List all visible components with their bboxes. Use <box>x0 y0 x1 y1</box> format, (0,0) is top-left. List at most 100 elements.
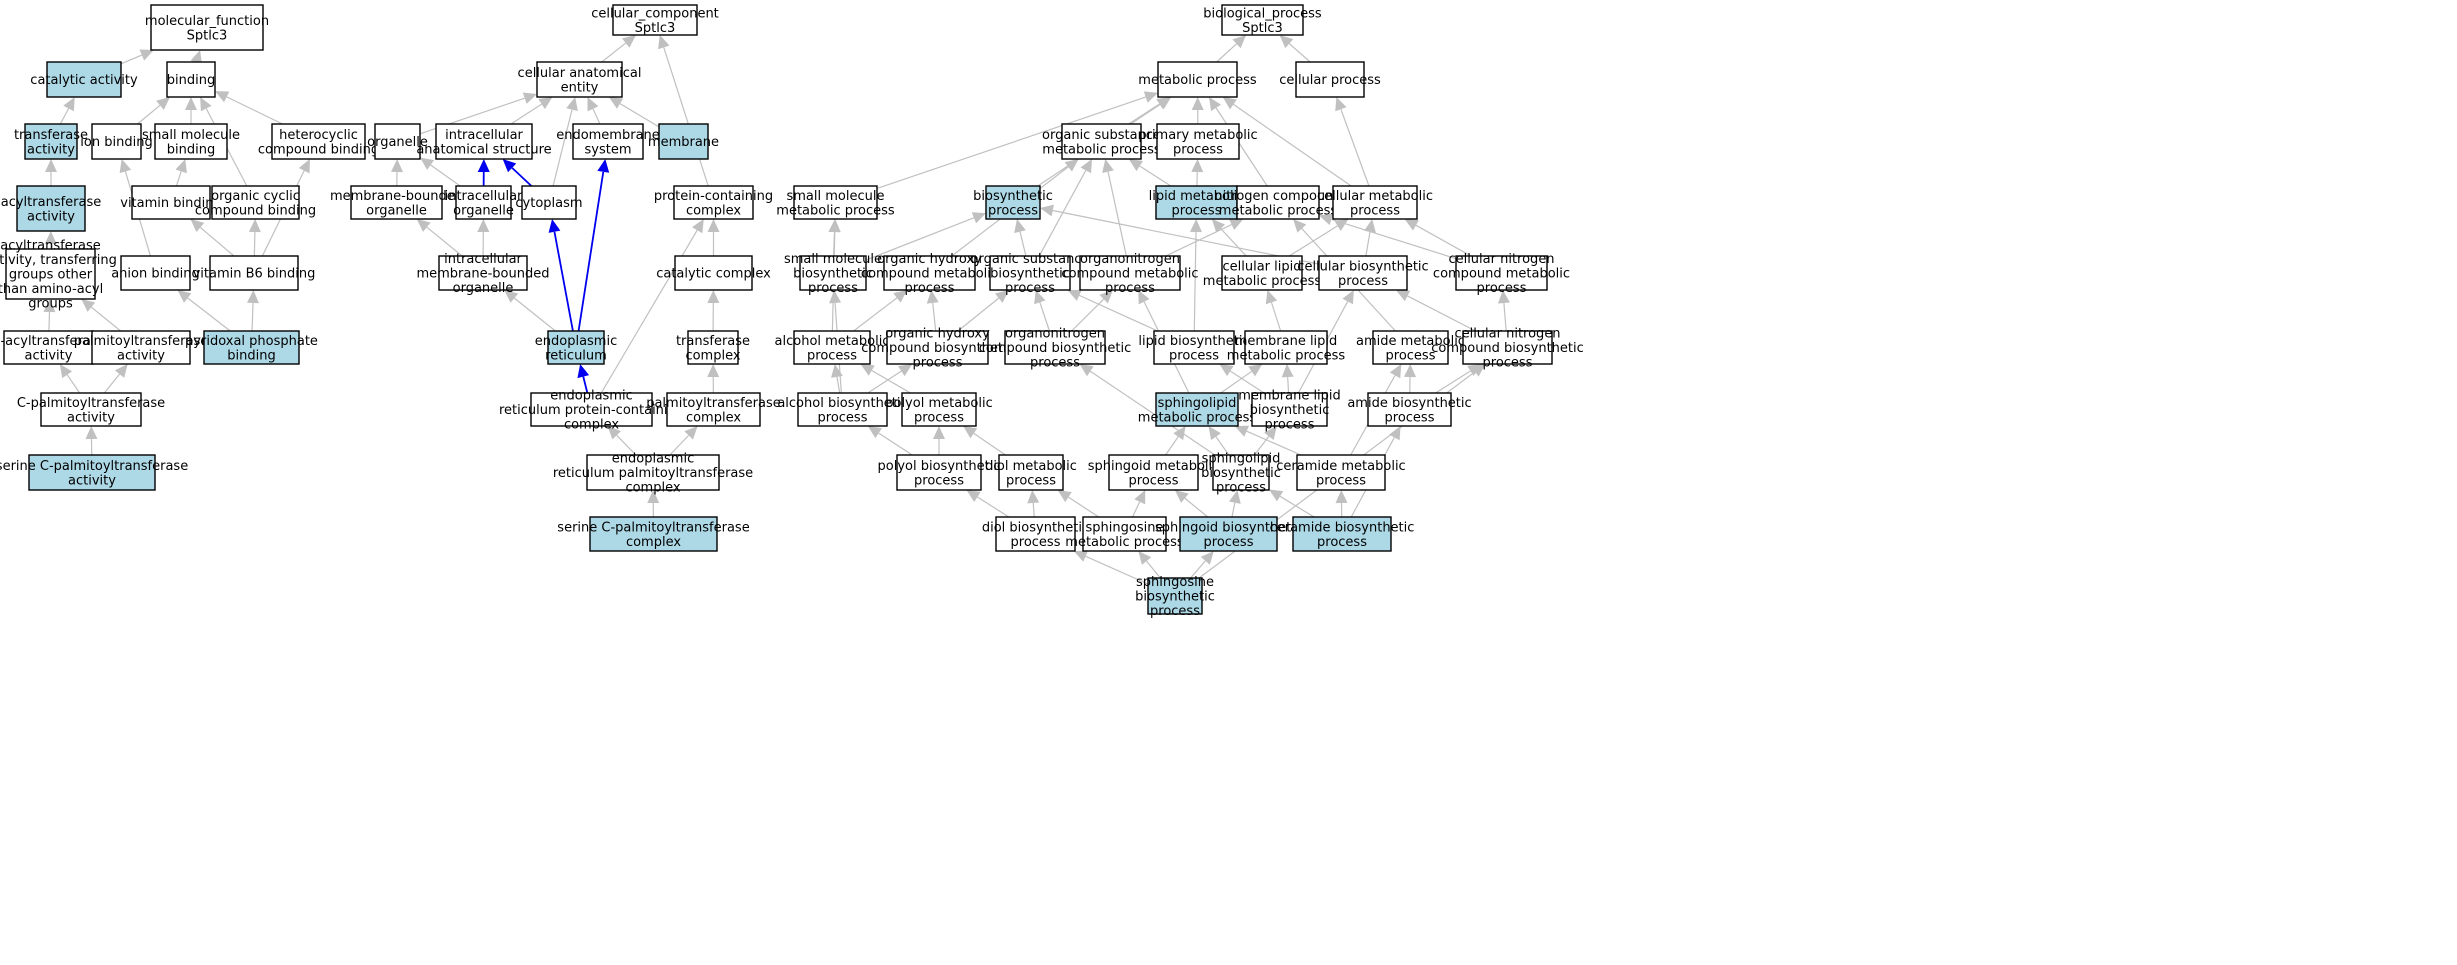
edge-line <box>871 369 911 394</box>
node-label-line: polyol biosynthetic <box>878 459 1001 474</box>
edge-palmcomplex-to-transcomplex <box>707 364 720 394</box>
node-anion-binding[interactable]: anion binding <box>111 255 200 291</box>
edge-sphingolipid_met-to-membrane_lipid_met <box>1220 364 1263 394</box>
node-cellular-proc[interactable]: cellular process <box>1279 61 1381 98</box>
node-catcomplex[interactable]: catalytic complex <box>656 255 771 291</box>
edge-ceramide_bio-to-sphingolipid_bio <box>1269 489 1315 518</box>
arrowhead-icon <box>246 290 259 304</box>
edge-line <box>1079 294 1158 332</box>
edge-alcohol_met-to-org_hydroxy_met <box>853 290 908 332</box>
node-vitb6-binding[interactable]: vitamin B6 binding <box>193 255 316 291</box>
node-cat-act[interactable]: catalytic activity <box>30 61 138 98</box>
node-label-line: heterocyclic <box>279 128 358 143</box>
arrowhead-icon <box>1248 364 1263 377</box>
node-cytoplasm[interactable]: cytoplasm <box>515 185 583 220</box>
node-label-line: activity <box>68 473 116 488</box>
node-box <box>998 454 1064 491</box>
arrowhead-icon <box>85 426 98 440</box>
edge-line <box>187 297 231 332</box>
node-label-line: activity <box>27 142 75 157</box>
edge-cat_act-to-mf <box>120 49 154 65</box>
node-metabolic[interactable]: metabolic process <box>1138 61 1257 98</box>
node-organelle[interactable]: organelle <box>367 123 428 160</box>
edge-line <box>199 226 235 257</box>
node-label-line: molecular_function <box>145 14 269 29</box>
node-label-line: ceramide metabolic <box>1276 459 1405 474</box>
node-vitamin-binding[interactable]: vitamin binding <box>120 185 222 220</box>
node-membrane[interactable]: membrane <box>648 123 719 160</box>
edge-diol_met-to-polyol_met <box>963 426 1006 456</box>
node-binding[interactable]: binding <box>166 61 216 98</box>
node-label-line: biosynthetic <box>1201 466 1281 481</box>
node-label-line: process <box>818 410 868 425</box>
edge-acyl_other-to-acyltransferase_act <box>44 231 57 250</box>
node-label-line: cytoplasm <box>515 196 582 211</box>
node-ion-binding[interactable]: ion binding <box>80 123 153 160</box>
node-label-line: organic cyclic <box>211 189 300 204</box>
